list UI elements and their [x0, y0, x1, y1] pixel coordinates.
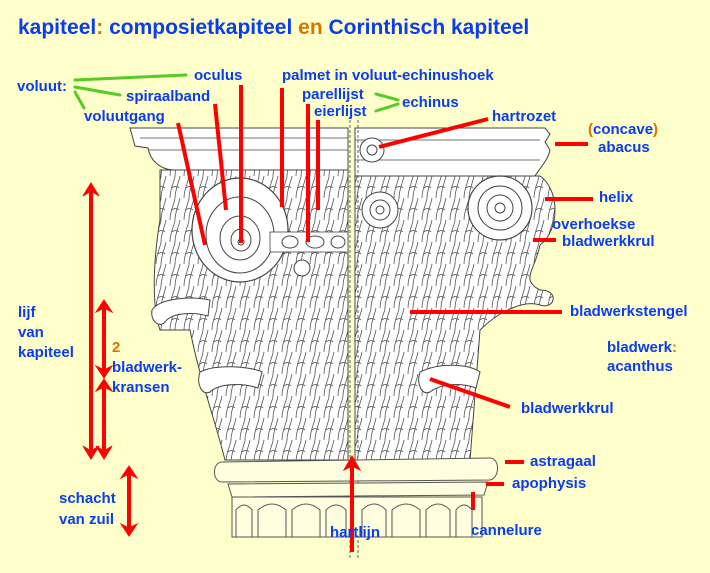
arrows [82, 182, 362, 552]
label-bladwerkkransen: bladwerk- kransen [112, 358, 182, 398]
title-conjunction: en [298, 16, 323, 39]
title-colon: : [96, 16, 104, 39]
kransen-text: kransen [112, 379, 170, 396]
label-bladwerkstengel: bladwerkstengel [570, 303, 688, 320]
label-parellijst: parellijst [302, 86, 364, 103]
label-astragaal: astragaal [530, 453, 596, 470]
arrow-hartlijn [342, 454, 362, 552]
label-abacus: abacus [598, 139, 650, 156]
van-text: van [18, 324, 44, 341]
bracket-voluut-voluutgang [73, 90, 86, 110]
bracket-voluut-spiraalband [73, 85, 122, 97]
arrow-bladwerkkrans-2 [94, 378, 114, 460]
title-part2: composietkapiteel [109, 16, 293, 39]
label-bladwerkkrul: bladwerkkrul [521, 400, 614, 417]
arrow-bladwerkkrans-1 [94, 299, 114, 379]
schacht-text: schacht [59, 490, 116, 507]
pointer-voluutgang [176, 122, 207, 246]
label-overhoekse: overhoekse [552, 216, 636, 233]
label-hartlijn: hartlijn [330, 524, 381, 541]
bladwerk-colon: : [672, 339, 678, 356]
bracket-voluut-oculus [73, 73, 188, 82]
label-lijf-van-kapiteel: lijf van kapiteel [18, 303, 74, 363]
label-voluut: voluut: [17, 78, 67, 95]
arrow-schacht-van-zuil [119, 465, 139, 537]
pointer-bladwerkkrul [429, 377, 511, 409]
label-hartrozet: hartrozet [492, 108, 557, 125]
van-zuil-text: van zuil [59, 511, 115, 528]
lijf-text: lijf [18, 304, 36, 321]
pointer-lines [176, 85, 593, 510]
concave-open-paren: ( [588, 121, 593, 138]
concave-close-paren: ) [653, 121, 659, 138]
column-base [214, 457, 498, 538]
label-echinus: echinus [402, 94, 459, 111]
bracket-eierlijst-echinus [374, 102, 400, 113]
title-part1: kapiteel [18, 16, 97, 39]
pointer-spiraalband [213, 103, 228, 211]
label-spiraalband: spiraalband [126, 88, 211, 105]
bladwerk-text: bladwerk [607, 339, 673, 356]
label-palmet: palmet in voluut-echinushoek [282, 67, 494, 84]
label-apophysis: apophysis [512, 475, 587, 492]
bracket-parellijst-echinus [374, 92, 400, 102]
label-bladwerkkrul-top: bladwerkkrul [562, 233, 655, 250]
label-voluutgang: voluutgang [84, 108, 165, 125]
kapiteel-text: kapiteel [18, 344, 74, 361]
concave-text: concave [593, 121, 654, 138]
bladwerk-dash-text: bladwerk- [112, 359, 183, 376]
label-bladwerk: bladwerk: [607, 339, 677, 356]
label-concave: (concave) [588, 121, 658, 138]
label-cannelure: cannelure [471, 522, 542, 539]
title-part3: Corinthisch kapiteel [328, 16, 530, 39]
label-helix: helix [599, 189, 634, 206]
label-oculus: oculus [194, 67, 243, 84]
label-kransen-count: 2 [112, 339, 121, 356]
green-brackets [73, 73, 400, 113]
label-schacht-van-zuil: schacht van zuil [59, 488, 116, 530]
page-title: kapiteel: composietkapiteel en Corinthis… [18, 16, 529, 40]
label-eierlijst: eierlijst [314, 103, 367, 120]
label-acanthus: acanthus [607, 358, 673, 375]
pointer-hartrozet [378, 117, 489, 149]
arrow-lijf-van-kapiteel [82, 182, 100, 460]
